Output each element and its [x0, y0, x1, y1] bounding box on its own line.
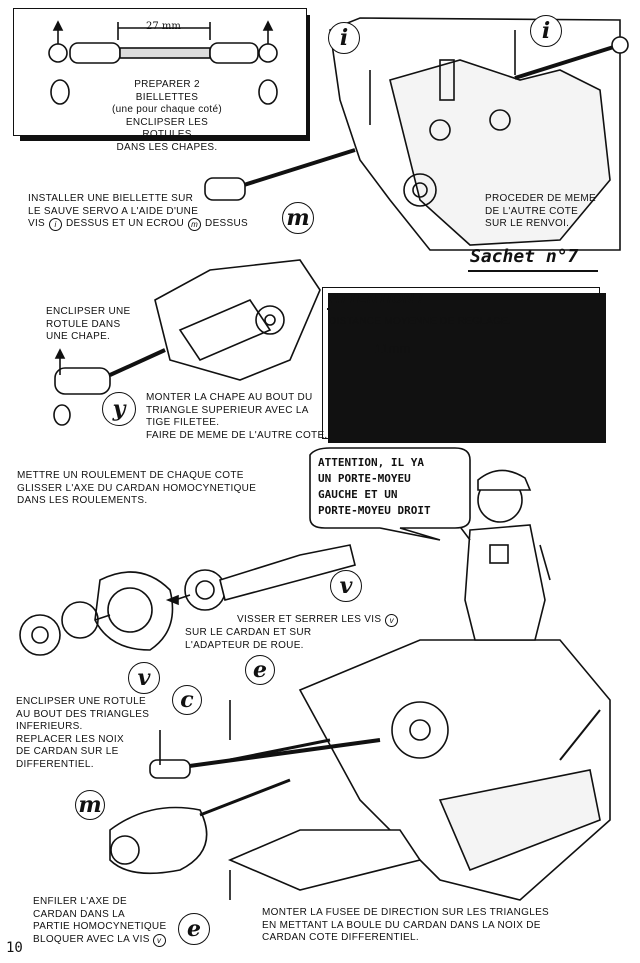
prep-line2: (une pour chaque coté): [111, 104, 222, 115]
install-line2: LE SAUVE SERVO A L'AIDE D'UNE: [28, 205, 199, 217]
other-line1: PROCEDER DE MEME: [485, 193, 596, 204]
screw-line1: VISSER ET SERRER LES VIS v: [185, 614, 399, 627]
step-clip: ENCLIPSER UNE ROTULE DANS UNE CHAPE.: [46, 306, 130, 344]
step-other-side: PROCEDER DE MEME DE L'AUTRE COTE SUR LE …: [485, 193, 596, 231]
page-number: 10: [6, 940, 23, 956]
other-line3: SUR LE RENVOI.: [485, 218, 570, 229]
prep-text: PREPARER 2 BIELLETTES (une pour chaque c…: [102, 79, 232, 154]
prep-line3: ENCLIPSER LES ROTULES: [125, 116, 209, 141]
clip-line2: ROTULE DANS: [46, 318, 121, 330]
knuckle-line3: CARDAN COTE DIFFERENTIEL.: [262, 932, 419, 943]
prep-line1: PREPARER 2 BIELLETTES: [134, 79, 200, 103]
install-line3a: VIS: [28, 218, 46, 230]
step-axle: ENFILER L'AXE DE CARDAN DANS LA PARTIE H…: [33, 896, 166, 947]
sachet-underline: [468, 270, 598, 272]
sachet-label: Sachet n°7: [470, 246, 579, 267]
attention-box-shadow: [328, 293, 606, 443]
lower-line5: DE CARDAN SUR LE: [16, 746, 119, 757]
step-bearing: METTRE UN ROULEMENT DE CHAQUE COTE GLISS…: [17, 470, 256, 508]
knuckle-line1: MONTER LA FUSEE DE DIRECTION SUR LES TRI…: [262, 907, 550, 918]
clip-line3: UNE CHAPE.: [46, 331, 111, 342]
install-line3: VIS i DESSUS ET UN ECROU m DESSUS: [28, 218, 248, 231]
callout-e-bottom: e: [178, 913, 210, 945]
callout-e-top: e: [245, 655, 275, 685]
axle-line1: ENFILER L'AXE DE: [33, 896, 127, 907]
lower-line6: DIFFERENTIEL.: [16, 758, 94, 770]
lower-line2: AU BOUT DES TRIANGLES: [16, 708, 150, 720]
axle-line4a: BLOQUER AVEC LA VIS: [33, 933, 150, 945]
prep-dimension: 27 mm: [146, 21, 181, 32]
bubble-line1: ATTENTION, IL YA: [318, 456, 424, 469]
callout-c: c: [172, 685, 202, 715]
attention-dimension: 11mm: [375, 341, 411, 356]
axle-line3: PARTIE HOMOCYNETIQUE: [33, 921, 167, 932]
speech-bubble-text: ATTENTION, IL YA UN PORTE-MOYEU GAUCHE E…: [318, 455, 431, 519]
install-line3b: DESSUS ET UN ECROU: [66, 218, 185, 230]
mini-callout-i: i: [49, 218, 63, 231]
step-mount: MONTER LA CHAPE AU BOUT DU TRIANGLE SUPE…: [146, 392, 328, 442]
clip-line1: ENCLIPSER UNE: [46, 306, 131, 317]
mount-line3: TIGE FILETEE.: [146, 417, 220, 428]
axle-line4: BLOQUER AVEC LA VIS v: [33, 933, 166, 947]
callout-y: y: [102, 392, 136, 426]
prep-line4: DANS LES CHAPES.: [116, 141, 218, 153]
attention-title-underline: [327, 308, 447, 310]
install-line1: INSTALLER UNE BIELLETTE SUR: [28, 193, 194, 204]
other-line2: DE L'AUTRE COTE: [485, 205, 579, 217]
attention-text: DISTANCE MOYENNE DE REGLAGE.: [329, 316, 512, 327]
attention-box: ATTENTION ! DISTANCE MOYENNE DE REGLAGE.…: [322, 287, 600, 439]
lower-line4: REPLACER LES NOIX: [16, 733, 124, 745]
callout-i-left: i: [328, 22, 360, 54]
knuckle-line2: EN METTANT LA BOULE DU CARDAN DANS LA NO…: [262, 919, 541, 931]
callout-v-left: v: [128, 662, 160, 694]
screw-line1a: VISSER ET SERRER LES VIS: [237, 614, 382, 626]
step-install: INSTALLER UNE BIELLETTE SUR LE SAUVE SER…: [28, 193, 248, 231]
bearing-line3: DANS LES ROULEMENTS.: [17, 495, 148, 506]
axle-line2: CARDAN DANS LA: [33, 908, 125, 920]
attention-title: ATTENTION !: [329, 290, 423, 307]
step-lower: ENCLIPSER UNE ROTULE AU BOUT DES TRIANGL…: [16, 696, 149, 771]
bubble-line4: PORTE-MOYEU DROIT: [318, 504, 431, 517]
mini-callout-v-axle: v: [152, 933, 166, 947]
step-screw: VISSER ET SERRER LES VIS v SUR LE CARDAN…: [185, 614, 399, 652]
bearing-line2: GLISSER L'AXE DU CARDAN HOMOCYNETIQUE: [17, 482, 257, 494]
install-line3c: DESSUS: [205, 218, 248, 230]
callout-v-right: v: [330, 570, 362, 602]
mini-callout-m: m: [188, 218, 202, 231]
callout-i-right: i: [530, 15, 562, 47]
callout-m-top: m: [282, 202, 314, 234]
lower-line1: ENCLIPSER UNE ROTULE: [16, 696, 146, 707]
bubble-line2: UN PORTE-MOYEU: [318, 472, 411, 485]
step-knuckle: MONTER LA FUSEE DE DIRECTION SUR LES TRI…: [262, 907, 549, 945]
callout-m-bottom: m: [75, 790, 105, 820]
mini-callout-v: v: [385, 614, 399, 627]
bubble-line3: GAUCHE ET UN: [318, 488, 398, 501]
mount-line1: MONTER LA CHAPE AU BOUT DU: [146, 392, 313, 403]
screw-line2: SUR LE CARDAN ET SUR: [185, 627, 312, 638]
mount-line4: FAIRE DE MEME DE L'AUTRE COTE.: [146, 429, 328, 441]
mount-line2: TRIANGLE SUPERIEUR AVEC LA: [146, 404, 309, 416]
screw-line3: L'ADAPTEUR DE ROUE.: [185, 639, 304, 651]
bearing-line1: METTRE UN ROULEMENT DE CHAQUE COTE: [17, 470, 244, 481]
lower-line3: INFERIEURS.: [16, 721, 83, 732]
